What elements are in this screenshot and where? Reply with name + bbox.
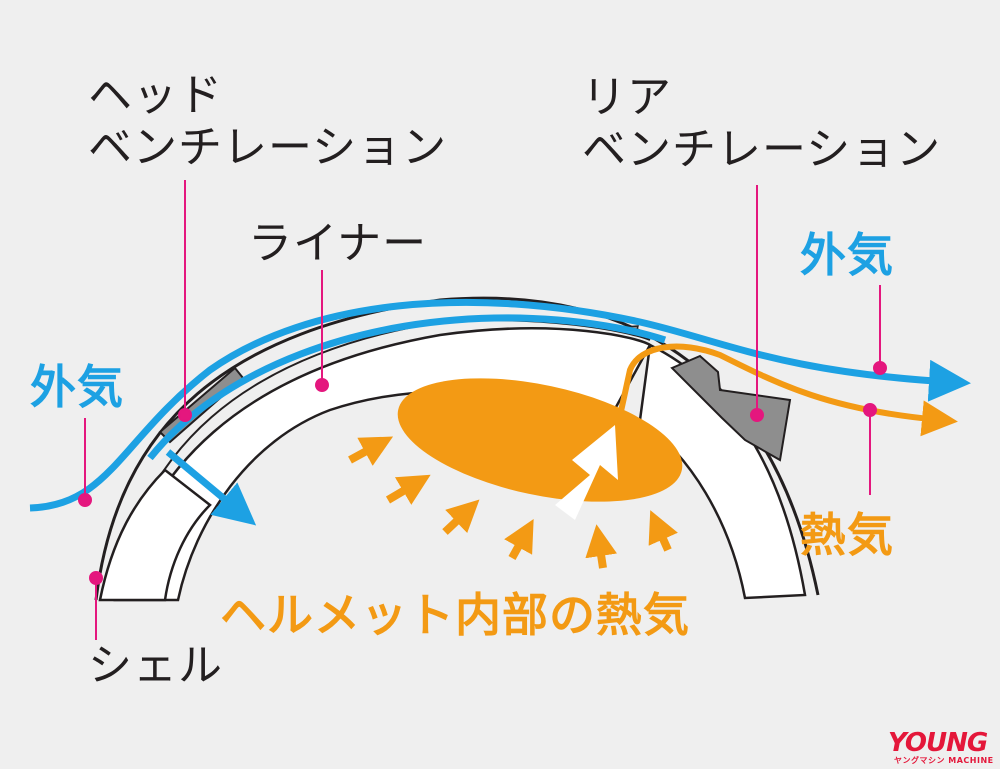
leader-dot-head-vent [178,408,192,422]
label-helmet-inner-heat: ヘルメット内部の熱気 [220,588,690,642]
label-heat: 熱気 [800,508,894,562]
young-machine-logo: YOUNG ヤングマシン MACHINE [888,728,996,766]
heat-arrow [348,436,394,466]
label-outside-air-left: 外気 [30,360,124,414]
leader-dot-rear-vent [750,408,764,422]
rear-vent-part [670,354,792,462]
heat-exhaust-arrow [555,425,618,520]
heat-arrow [648,510,678,552]
label-head-vent: ヘッド ベンチレーション [88,70,448,173]
outside-air-flow-into-helmet [165,449,257,526]
heat-flow-line [615,343,958,437]
label-liner: ライナー [248,218,428,269]
heat-arrow [585,524,618,569]
leader-dot-heat [863,403,877,417]
outside-air-flow-main [29,298,971,512]
logo-subtext: ヤングマシン MACHINE [894,756,994,765]
liner-left-body [98,468,212,602]
label-outside-air-right: 外気 [800,228,894,282]
leader-dot-liner [315,378,329,392]
heat-arrow [385,474,431,505]
leader-dot-outside-air-right [873,361,887,375]
logo-text: YOUNG [888,728,988,758]
heat-arrow [504,519,534,560]
label-rear-vent: リア ベンチレーション [582,72,942,175]
outside-air-flow-inner [147,314,667,461]
label-shell: シェル [88,640,223,691]
leader-dot-outside-air-left [78,493,92,507]
leader-dot-shell [89,571,103,585]
leader-lines [78,180,887,640]
heat-arrow [442,499,480,535]
